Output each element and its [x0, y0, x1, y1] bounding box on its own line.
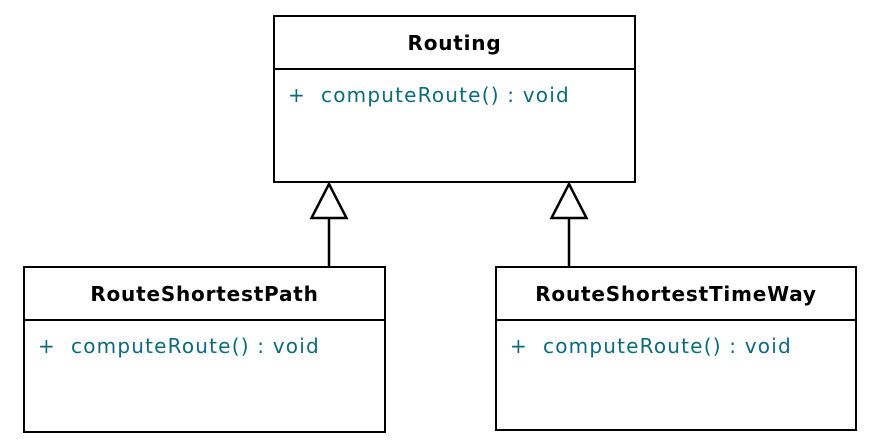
methods-compartment-route-shortest-path: + computeRoute() : void [25, 321, 384, 431]
methods-compartment-routing: + computeRoute() : void [275, 70, 634, 181]
generalization-arrow-left [309, 181, 349, 266]
method-signature: computeRoute() : void [543, 334, 792, 358]
method-signature: computeRoute() : void [71, 334, 320, 358]
class-box-route-shortest-path: RouteShortestPath + computeRoute() : voi… [23, 266, 386, 433]
methods-compartment-route-shortest-time-way: + computeRoute() : void [497, 321, 855, 429]
method-row: + computeRoute() : void [25, 334, 384, 358]
method-signature: computeRoute() : void [321, 83, 570, 107]
method-row: + computeRoute() : void [275, 83, 634, 107]
visibility-symbol: + [38, 334, 56, 358]
class-name-route-shortest-path: RouteShortestPath [25, 268, 384, 321]
visibility-symbol: + [288, 83, 306, 107]
class-box-routing: Routing + computeRoute() : void [273, 15, 636, 183]
class-name-route-shortest-time-way: RouteShortestTimeWay [497, 268, 855, 321]
generalization-arrow-right [549, 181, 589, 266]
class-name-routing: Routing [275, 17, 634, 70]
method-row: + computeRoute() : void [497, 334, 855, 358]
class-box-route-shortest-time-way: RouteShortestTimeWay + computeRoute() : … [495, 266, 857, 431]
visibility-symbol: + [510, 334, 528, 358]
